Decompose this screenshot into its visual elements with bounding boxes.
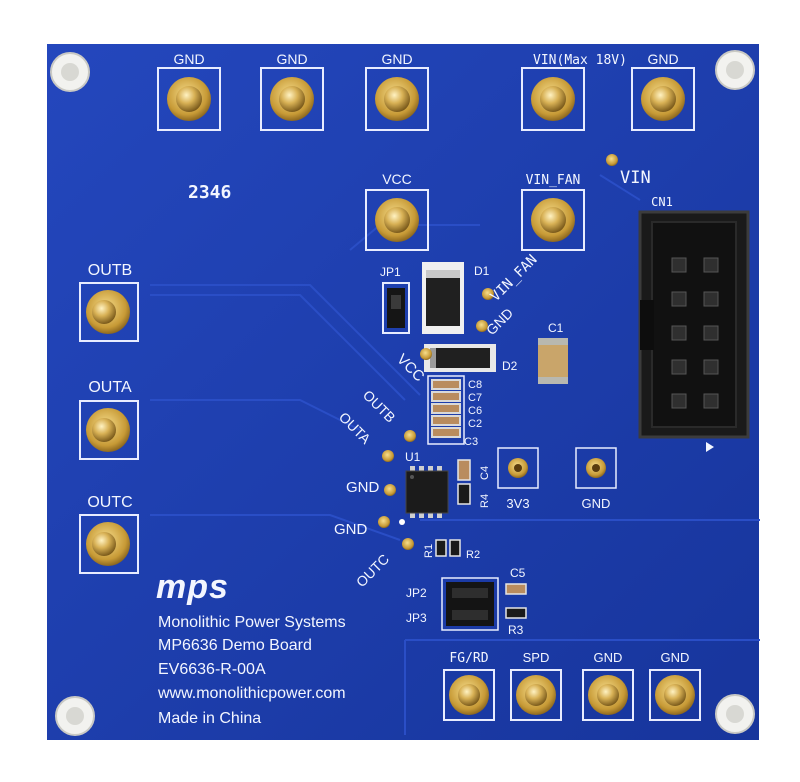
copper-pour-lines (150, 174, 760, 735)
testpoint-3v3[interactable]: 3V3 (497, 447, 539, 511)
pad-gnd-c[interactable] (378, 516, 390, 528)
label-r4: R4 (479, 494, 491, 508)
pad-gnd-b[interactable] (384, 484, 396, 496)
capacitor-c5: C5 (505, 566, 527, 595)
label-diag-gnd-c: GND (334, 521, 368, 538)
terminal-spd[interactable]: SPD (510, 650, 562, 721)
ic-u1: U1 (405, 450, 449, 518)
pad-white-dot (399, 519, 405, 525)
label-gnd-4: GND (647, 51, 678, 67)
pad-outa[interactable] (382, 450, 394, 462)
label-r2: R2 (466, 549, 480, 561)
mounting-standoffs (50, 50, 755, 736)
label-vin-pad: VIN (620, 168, 651, 188)
label-vin-max: VIN(Max 18V) (533, 53, 627, 68)
website: www.monolithicpower.com (157, 685, 346, 702)
terminal-outb[interactable]: OUTB (79, 262, 139, 342)
company-name: Monolithic Power Systems (158, 614, 346, 631)
testpoint-gnd[interactable]: GND (575, 447, 617, 511)
terminal-outa[interactable]: OUTA (79, 379, 139, 460)
terminal-gnd-2[interactable]: GND (260, 51, 324, 131)
pad-gnd-a[interactable] (476, 320, 488, 332)
label-vin-fan: VIN_FAN (526, 173, 581, 188)
label-jp2: JP2 (406, 586, 427, 600)
label-c2: C2 (468, 418, 482, 430)
label-r3: R3 (508, 623, 524, 637)
pad-vin[interactable]: VIN (606, 154, 651, 188)
pad-outc[interactable] (402, 538, 414, 550)
label-outa: OUTA (88, 379, 132, 396)
capacitor-c1: C1 (538, 321, 568, 384)
terminal-vcc[interactable]: VCC (365, 171, 429, 251)
label-gnd-2: GND (276, 51, 307, 67)
diode-d1: D1 (422, 262, 490, 334)
capacitor-c4: C4 (457, 459, 491, 481)
label-u1: U1 (405, 450, 421, 464)
label-c4: C4 (479, 466, 491, 480)
resistor-r3: R3 (505, 607, 527, 637)
diode-d2: D2 (424, 344, 518, 373)
pad-outb[interactable] (404, 430, 416, 442)
label-c3: C3 (464, 436, 478, 448)
label-outc: OUTC (87, 494, 132, 511)
part-number: EV6636-R-00A (158, 661, 266, 678)
terminal-vin-fan[interactable]: VIN_FAN (521, 173, 585, 251)
label-c5: C5 (510, 566, 526, 580)
label-c1: C1 (548, 321, 564, 335)
pad-vcc[interactable] (420, 348, 432, 360)
label-tp-gnd: GND (582, 496, 611, 511)
label-jp1: JP1 (380, 265, 401, 279)
label-c6: C6 (468, 405, 482, 417)
label-vcc: VCC (382, 171, 412, 187)
terminal-gnd-6[interactable]: GND (649, 650, 701, 721)
product-name: MP6636 Demo Board (158, 637, 312, 654)
label-cn1: CN1 (651, 195, 673, 209)
label-diag-gnd-b: GND (346, 479, 380, 496)
label-3v3: 3V3 (506, 496, 529, 511)
label-d2: D2 (502, 359, 518, 373)
jumper-jp2-jp3[interactable]: JP2 JP3 (406, 577, 499, 631)
label-gnd-5: GND (594, 650, 623, 665)
label-outb: OUTB (88, 262, 132, 279)
terminal-fg-rd[interactable]: FG/RD (443, 651, 495, 721)
label-r1: R1 (423, 544, 435, 558)
terminal-gnd-3[interactable]: GND (365, 51, 429, 131)
terminal-gnd-4[interactable]: GND (631, 51, 695, 131)
top-terminal-row: GND GND GND VIN(Max 18V) GND (157, 51, 695, 131)
terminal-vin-max[interactable]: VIN(Max 18V) (521, 53, 627, 131)
label-jp3: JP3 (406, 611, 427, 625)
label-c8: C8 (468, 379, 482, 391)
label-fg-rd: FG/RD (449, 651, 488, 666)
board-number: 2346 (188, 182, 231, 203)
connector-cn1[interactable]: CN1 (638, 195, 750, 452)
pad-vin-fan[interactable] (482, 288, 494, 300)
capacitor-bank: C8 C7 C6 C2 C3 (427, 375, 482, 448)
terminal-gnd-1[interactable]: GND (157, 51, 221, 131)
mps-logo: mps (156, 568, 229, 606)
label-gnd-1: GND (173, 51, 204, 67)
origin: Made in China (158, 710, 261, 727)
resistor-r1: R1 (423, 539, 447, 558)
jumper-jp1[interactable]: JP1 (380, 265, 410, 334)
terminal-outc[interactable]: OUTC (79, 494, 139, 574)
label-c7: C7 (468, 392, 482, 404)
resistor-r2: R2 (449, 539, 480, 561)
label-d1: D1 (474, 264, 490, 278)
terminal-gnd-5[interactable]: GND (582, 650, 634, 721)
label-spd: SPD (523, 650, 550, 665)
resistor-r4: R4 (457, 483, 491, 508)
label-gnd-3: GND (381, 51, 412, 67)
label-gnd-6: GND (661, 650, 690, 665)
